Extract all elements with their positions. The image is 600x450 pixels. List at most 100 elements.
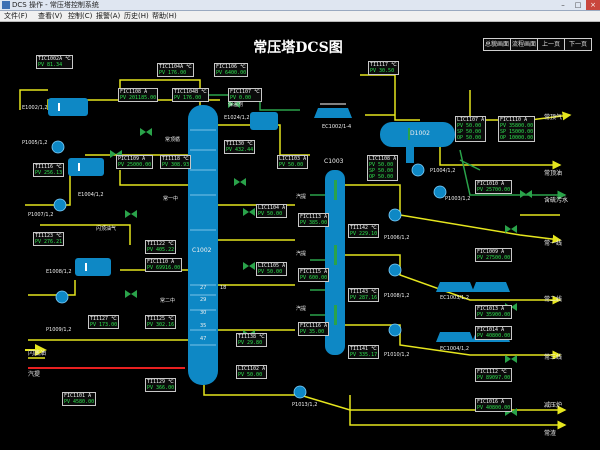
tray-47: 47 [200, 336, 207, 342]
menu-bar: 文件(F) 查看(V) 控制(C) 报警(A) 历史(H) 帮助(H) [0, 11, 600, 22]
label-p1005: P1005/1,2 [22, 140, 48, 146]
label-first-mid: 常一中 [163, 196, 179, 202]
label-flash-bottom: 闪底油 [28, 350, 47, 357]
label-bottom-oil: 常渣 [544, 430, 557, 437]
label-d1002: D1002 [410, 130, 430, 137]
maximize-button[interactable]: □ [574, 1, 582, 9]
menu-file[interactable]: 文件(F) [4, 12, 28, 20]
label-line3: 常三线 [544, 354, 563, 361]
label-flash-oil: 闪顶油气 [96, 226, 117, 232]
label-p1013: P1013/1,2 [292, 402, 318, 408]
menu-alarm[interactable]: 报警(A) [96, 12, 121, 20]
prev-page-button[interactable]: 上一页 [537, 38, 565, 51]
label-line1: 常一线 [544, 240, 563, 247]
menu-control[interactable]: 控制(C) [68, 12, 93, 20]
label-steam-2: 汽提 [296, 251, 307, 257]
close-button[interactable]: × [586, 0, 600, 10]
tray-29: 29 [200, 297, 207, 303]
overview-button[interactable]: 总貌画面 [483, 38, 511, 51]
app-icon [2, 1, 10, 9]
label-sour-water: 含硫污水 [544, 197, 569, 204]
tray-18: 18 [220, 285, 227, 291]
flow-button[interactable]: 流程画面 [510, 38, 538, 51]
label-vacuum: 减压炉 [544, 402, 563, 409]
label-ec1003: EC1003/1,2 [440, 295, 470, 301]
menu-history[interactable]: 历史(H) [124, 12, 149, 20]
label-p1004: P1004/1,2 [430, 168, 456, 174]
label-c1002: C1002 [192, 247, 212, 254]
label-ec1002: EC1002/1-4 [322, 124, 352, 130]
label-return-top: 常顶循 [165, 137, 181, 143]
label-line2: 常二线 [544, 296, 563, 303]
label-steam: 汽提 [296, 194, 307, 200]
window-titlebar: DCS 操作 - 常压塔控制系统 – □ × [0, 0, 600, 11]
pumps [51, 140, 447, 399]
tray-35: 35 [200, 323, 207, 329]
label-top-gas: 常顶气 [544, 114, 563, 121]
label-top-oil: 常顶油 [544, 170, 563, 177]
label-ec1004: EC1004/1,2 [440, 346, 470, 352]
label-e1024: E1024/1,2 [224, 115, 250, 121]
feed-lines [25, 344, 185, 369]
label-p1009: P1009/1,2 [46, 327, 72, 333]
label-p1010: P1010/1,2 [384, 352, 410, 358]
label-p1008: P1008/1,2 [384, 293, 410, 299]
drum-d1002 [380, 122, 455, 163]
page-title: 常压塔DCS图 [253, 40, 343, 56]
label-e1008: E1008/1,2 [46, 269, 72, 275]
next-page-button[interactable]: 下一页 [564, 38, 592, 51]
menu-help[interactable]: 帮助(H) [152, 12, 177, 20]
label-e1004: E1004/1,2 [78, 192, 104, 198]
column-c1002 [188, 105, 218, 385]
window-title: DCS 操作 - 常压塔控制系统 [12, 1, 99, 9]
menu-view[interactable]: 查看(V) [38, 12, 63, 20]
label-p1006: P1006/1,2 [384, 235, 410, 241]
label-feed-steam: 汽提 [28, 371, 41, 378]
heat-exchangers [48, 98, 278, 276]
minimize-button[interactable]: – [561, 1, 565, 9]
label-e1002: E1002/1,2 [22, 105, 48, 111]
label-p1007: P1007/1,2 [28, 212, 54, 218]
control-valves [110, 100, 532, 416]
label-steam-3: 汽提 [296, 306, 307, 312]
